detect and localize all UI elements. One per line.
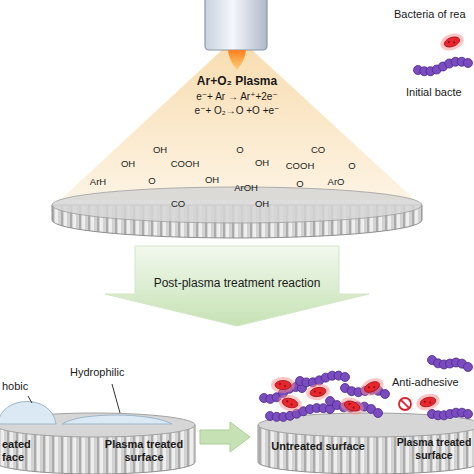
species-label: OH — [205, 174, 219, 185]
species-label: OH — [255, 157, 269, 168]
species-label: ArH — [90, 176, 106, 187]
red-bacterium — [276, 392, 303, 414]
surface-label: Untreated surface — [271, 440, 365, 453]
red-bacterium — [414, 391, 441, 413]
red-bacterium — [358, 375, 387, 400]
bacteria-chain — [414, 57, 473, 76]
red-bacterium — [305, 382, 331, 402]
species-label: O — [148, 175, 155, 186]
bacteria-chain — [428, 356, 473, 372]
species-label: CO — [311, 144, 325, 155]
species-label: COOH — [286, 160, 315, 171]
red-bacterium — [438, 30, 466, 53]
species-label: COOH — [171, 158, 200, 169]
leader-line — [112, 384, 120, 413]
red-bacterium — [338, 394, 366, 417]
wetting-label: hobic — [2, 380, 28, 393]
species-label: CO — [171, 198, 185, 209]
species-label: ArO — [328, 176, 345, 187]
leader-line — [28, 396, 32, 403]
red-bacterium — [271, 377, 295, 393]
water-film — [62, 415, 172, 424]
species-label: O — [348, 160, 355, 171]
species-label: ArOH — [234, 182, 258, 193]
reaction-equation: e⁻+ O₂→O +O +e⁻ — [195, 105, 280, 117]
species-label: O — [236, 144, 243, 155]
process-arrow — [105, 246, 369, 326]
plasma-title: Ar+O₂ Plasma — [197, 74, 277, 88]
surface-label: eated face — [2, 438, 42, 464]
plasma-glow — [60, 50, 415, 200]
bacteria-chain — [428, 408, 473, 420]
species-label: OH — [121, 158, 135, 169]
plasma-nozzle — [205, 0, 267, 50]
process-arrow — [200, 422, 250, 452]
effect-label: Anti-adhesive — [392, 376, 459, 389]
surface-label: Plasma treated surface — [396, 436, 472, 461]
water-droplet — [0, 401, 56, 424]
species-label: O — [296, 178, 303, 189]
species-label: OH — [153, 144, 167, 155]
reaction-equation: e⁻+ Ar → Ar⁺+2e⁻ — [196, 91, 277, 103]
legend-text: Initial bacte — [406, 86, 462, 99]
prohibit-icon — [399, 398, 411, 410]
legend-text: Bacteria of rea — [394, 8, 466, 21]
species-label: OH — [255, 198, 269, 209]
wetting-label: Hydrophilic — [70, 366, 124, 379]
process-label: Post-plasma treatment reaction — [154, 276, 321, 290]
surface-label: Plasma treated surface — [100, 438, 188, 464]
plasma-jet — [228, 50, 246, 70]
